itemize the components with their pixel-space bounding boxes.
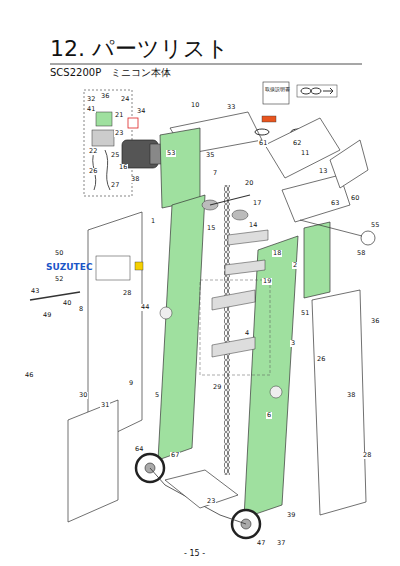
callout-number: 60	[350, 195, 360, 202]
callout-number: 4	[244, 330, 250, 337]
callout-number: 25	[110, 152, 120, 159]
callout-number: 51	[300, 310, 310, 317]
callout-number: 1	[150, 218, 156, 225]
callout-number: 11	[300, 150, 310, 157]
callout-number: 26	[316, 356, 326, 363]
callout-number: 28	[362, 452, 372, 459]
callout-number: 67	[170, 452, 180, 459]
callout-number: 37	[276, 540, 286, 547]
page-number: - 15 -	[184, 550, 205, 558]
callout-number: 43	[30, 288, 40, 295]
callout-number: 5	[154, 392, 160, 399]
callout-number: 35	[205, 152, 215, 159]
callout-number: 41	[86, 106, 96, 113]
callout-number: 21	[114, 112, 124, 119]
callout-number: 20	[244, 180, 254, 187]
callout-number: 40	[62, 300, 72, 307]
callout-number: 38	[346, 392, 356, 399]
callout-number: 64	[134, 446, 144, 453]
callout-number: 19	[262, 278, 272, 285]
callout-number: 16	[118, 164, 128, 171]
callout-number: 18	[272, 250, 282, 257]
callout-number: 49	[42, 312, 52, 319]
callout-number: 50	[54, 250, 64, 257]
callout-number: 46	[24, 372, 34, 379]
callout-number: 32	[86, 96, 96, 103]
callout-number: 7	[212, 170, 218, 177]
page-title: 12. パーツリスト	[50, 38, 229, 60]
callout-number: 23	[206, 498, 216, 505]
callout-number: 36	[100, 93, 110, 100]
callout-number: 47	[256, 540, 266, 547]
callout-number: 8	[78, 306, 84, 313]
callout-number: 27	[110, 182, 120, 189]
subtitle: SCS2200P ミニコン本体	[50, 68, 171, 78]
callout-number: 39	[286, 512, 296, 519]
callout-number: 36	[370, 318, 380, 325]
callout-number: 34	[136, 108, 146, 115]
callout-number: 58	[356, 250, 366, 257]
manual-title: 取扱説明書	[265, 88, 290, 93]
callout-number: 10	[190, 102, 200, 109]
callout-number: 31	[100, 402, 110, 409]
callout-number: 23	[114, 130, 124, 137]
callout-number: 13	[318, 168, 328, 175]
callout-number: 24	[120, 96, 130, 103]
callout-number: 22	[88, 148, 98, 155]
callout-number: 14	[248, 222, 258, 229]
callout-number: 61	[258, 140, 268, 147]
callout-number: 29	[212, 384, 222, 391]
callout-number: 38	[130, 176, 140, 183]
callout-number: 63	[330, 200, 340, 207]
callout-number: 28	[122, 290, 132, 297]
callout-number: 6	[266, 412, 272, 419]
callout-number: 9	[128, 380, 134, 387]
callout-number: 44	[140, 304, 150, 311]
callout-number: 15	[206, 225, 216, 232]
callout-number: 26	[88, 168, 98, 175]
callout-number: 17	[252, 200, 262, 207]
callout-number: 2	[292, 262, 298, 269]
callout-number: 3	[290, 340, 296, 347]
callout-number: 33	[226, 104, 236, 111]
brand-logo: SUZUTEC	[46, 263, 93, 272]
callout-number: 62	[292, 140, 302, 147]
callout-number: 52	[54, 276, 64, 283]
callout-number: 30	[78, 392, 88, 399]
callout-number: 53	[166, 150, 176, 157]
callout-number: 55	[370, 222, 380, 229]
